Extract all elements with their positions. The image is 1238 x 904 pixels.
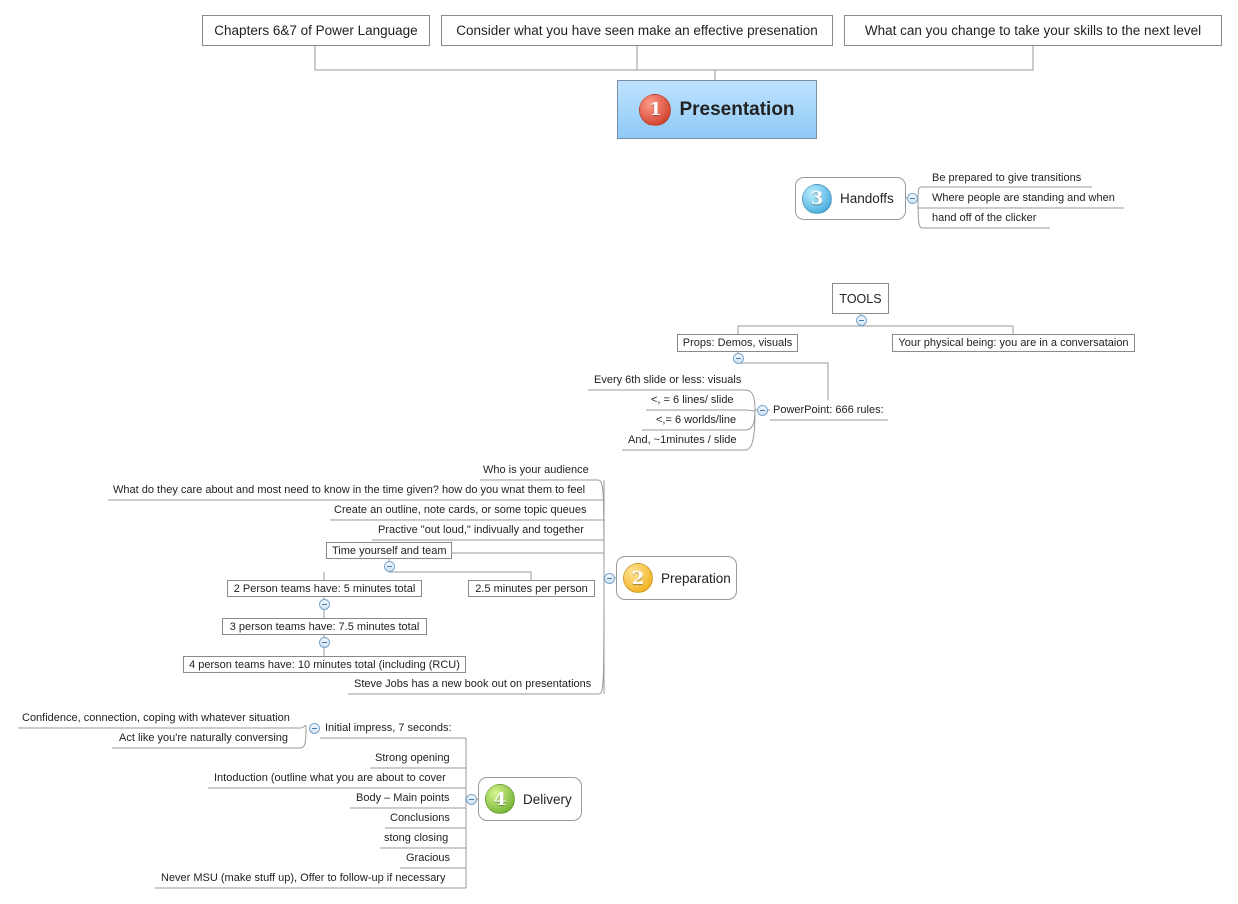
team-2-node[interactable]: 2 Person teams have: 5 minutes total	[227, 580, 422, 597]
collapse-icon[interactable]	[757, 405, 768, 416]
priority-1-icon: 1	[639, 93, 672, 126]
priority-4-icon: 4	[485, 784, 515, 814]
collapse-icon[interactable]	[466, 794, 477, 805]
collapse-icon[interactable]	[907, 193, 918, 204]
topic-label: Chapters 6&7 of Power Language	[214, 23, 418, 38]
team-3-node[interactable]: 3 person teams have: 7.5 minutes total	[222, 618, 427, 635]
delivery-label: Delivery	[523, 791, 572, 807]
preparation-item[interactable]: Create an outline, note cards, or some t…	[334, 504, 587, 516]
time-yourself-node[interactable]: Time yourself and team	[326, 542, 452, 559]
delivery-item[interactable]: Conclusions	[390, 812, 450, 824]
priority-2-icon: 2	[623, 563, 653, 593]
preparation-item[interactable]: Practive "out loud," indivually and toge…	[378, 524, 584, 536]
topic-next-level[interactable]: What can you change to take your skills …	[844, 15, 1222, 46]
priority-3-icon: 3	[802, 183, 832, 214]
handoff-item[interactable]: hand off of the clicker	[932, 212, 1037, 224]
pp-rule-item[interactable]: Every 6th slide or less: visuals	[594, 374, 742, 386]
collapse-icon[interactable]	[309, 723, 320, 734]
per-person-node[interactable]: 2.5 minutes per person	[468, 580, 595, 597]
pp-rule-item[interactable]: <, = 6 lines/ slide	[651, 394, 734, 406]
powerpoint-node[interactable]: PowerPoint: 666 rules:	[773, 404, 884, 416]
delivery-node[interactable]: 4 Delivery	[478, 777, 582, 821]
collapse-icon[interactable]	[733, 353, 744, 364]
tools-label: TOOLS	[839, 291, 882, 306]
physical-being-label: Your physical being: you are in a conver…	[898, 337, 1129, 349]
per-person-label: 2.5 minutes per person	[475, 582, 588, 595]
preparation-label: Preparation	[661, 570, 731, 586]
delivery-item[interactable]: Body – Main points	[356, 792, 450, 804]
delivery-item[interactable]: Gracious	[406, 852, 451, 864]
topic-label: What can you change to take your skills …	[864, 23, 1202, 38]
collapse-icon[interactable]	[319, 599, 330, 610]
topic-label: Consider what you have seen make an effe…	[456, 23, 818, 38]
props-node[interactable]: Props: Demos, visuals	[677, 334, 798, 352]
delivery-item[interactable]: Never MSU (make stuff up), Offer to foll…	[161, 872, 446, 884]
collapse-icon[interactable]	[856, 315, 867, 326]
preparation-item[interactable]: Who is your audience	[483, 464, 589, 476]
props-label: Props: Demos, visuals	[682, 337, 793, 349]
collapse-icon[interactable]	[604, 573, 615, 584]
team-4-node[interactable]: 4 person teams have: 10 minutes total (i…	[183, 656, 466, 673]
physical-being-node[interactable]: Your physical being: you are in a conver…	[892, 334, 1135, 352]
team-3-label: 3 person teams have: 7.5 minutes total	[229, 620, 420, 633]
handoffs-label: Handoffs	[840, 191, 894, 206]
preparation-item[interactable]: Steve Jobs has a new book out on present…	[354, 678, 592, 690]
topic-effective-presentation[interactable]: Consider what you have seen make an effe…	[441, 15, 833, 46]
tools-node[interactable]: TOOLS	[832, 283, 889, 314]
initial-impression-item[interactable]: Confidence, connection, coping with what…	[22, 712, 290, 724]
topic-chapters[interactable]: Chapters 6&7 of Power Language	[202, 15, 430, 46]
handoff-item[interactable]: Be prepared to give transitions	[932, 172, 1082, 184]
delivery-item[interactable]: Strong opening	[375, 752, 450, 764]
handoffs-node[interactable]: 3 Handoffs	[795, 177, 906, 220]
central-label: Presentation	[679, 98, 795, 120]
collapse-icon[interactable]	[319, 637, 330, 648]
central-topic[interactable]: 1 Presentation	[617, 80, 817, 139]
initial-impression-item[interactable]: Act like you're naturally conversing	[119, 732, 289, 744]
initial-impression-node[interactable]: Initial impress, 7 seconds:	[325, 722, 452, 734]
team-2-label: 2 Person teams have: 5 minutes total	[233, 582, 416, 595]
collapse-icon[interactable]	[384, 561, 395, 572]
handoff-item[interactable]: Where people are standing and when	[932, 192, 1115, 204]
team-4-label: 4 person teams have: 10 minutes total (i…	[189, 658, 460, 671]
preparation-item[interactable]: What do they care about and most need to…	[113, 484, 586, 496]
preparation-node[interactable]: 2 Preparation	[616, 556, 737, 600]
time-yourself-label: Time yourself and team	[332, 544, 447, 557]
pp-rule-item[interactable]: And, ~1minutes / slide	[628, 434, 737, 446]
delivery-item[interactable]: stong closing	[384, 832, 449, 844]
pp-rule-item[interactable]: <,= 6 worlds/line	[656, 414, 737, 426]
delivery-item[interactable]: Intoduction (outline what you are about …	[214, 772, 446, 784]
